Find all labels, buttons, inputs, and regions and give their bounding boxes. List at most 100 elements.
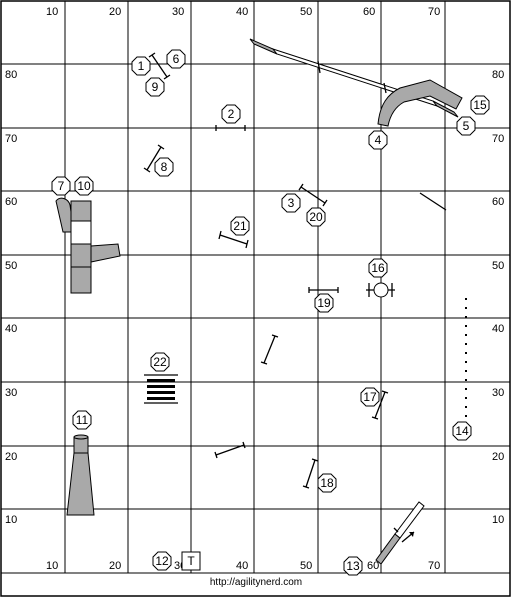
number-marker-11: 11 xyxy=(72,410,92,430)
jump-8 xyxy=(143,144,165,173)
jump-bar xyxy=(374,391,386,419)
number-18: 18 xyxy=(320,476,334,490)
chute-fabric xyxy=(66,452,95,516)
number-marker-12: 12 xyxy=(152,551,172,571)
right-label: 20 xyxy=(492,451,504,463)
left-label: 40 xyxy=(5,323,17,335)
right-label: 60 xyxy=(492,196,504,208)
jump-wing xyxy=(371,416,379,420)
teeter-13 xyxy=(375,501,425,565)
number-16: 16 xyxy=(371,261,385,275)
number-marker-6: 6 xyxy=(166,49,186,69)
number-9: 9 xyxy=(152,80,159,94)
dog-walk-down-ramp xyxy=(432,100,459,118)
jump-wing xyxy=(298,183,304,191)
teeter-pivot xyxy=(393,527,399,533)
teeter-plank xyxy=(394,501,425,539)
number-marker-10: 10 xyxy=(74,176,94,196)
jump-wing xyxy=(214,451,218,459)
footer-url[interactable]: http://agilitynerd.com xyxy=(210,577,302,588)
jump-18 xyxy=(302,458,319,489)
number-marker-19: 19 xyxy=(314,293,334,313)
number-20: 20 xyxy=(309,210,323,224)
number-19: 19 xyxy=(317,296,331,310)
bottom-label: 20 xyxy=(109,560,121,572)
number-2: 2 xyxy=(228,107,235,121)
bottom-label: 60 xyxy=(367,560,379,572)
number-3: 3 xyxy=(288,196,295,210)
teeter-ramp xyxy=(375,533,401,565)
top-label: 60 xyxy=(363,6,375,18)
right-axis-labels: 80 70 60 50 40 30 20 10 xyxy=(492,69,504,526)
number-12: 12 xyxy=(155,554,169,568)
jump-wing xyxy=(381,390,389,394)
jump-wing xyxy=(157,144,165,150)
number-8: 8 xyxy=(161,160,168,174)
number-4: 4 xyxy=(375,133,382,147)
top-label: 50 xyxy=(300,6,312,18)
table: T xyxy=(181,551,201,571)
jump-wing xyxy=(260,361,268,365)
tire-ring xyxy=(373,282,389,298)
number-marker-8: 8 xyxy=(154,157,174,177)
number-5: 5 xyxy=(463,119,470,133)
tunnel-branch xyxy=(90,243,121,263)
number-marker-2: 2 xyxy=(221,104,241,124)
jump-17 xyxy=(371,390,389,420)
jump-bar xyxy=(263,335,276,364)
number-marker-5: 5 xyxy=(456,116,476,136)
dog-walk xyxy=(249,38,459,118)
table-box xyxy=(181,551,201,571)
left-label: 50 xyxy=(5,260,17,272)
jump-bar xyxy=(300,186,326,204)
left-label: 10 xyxy=(5,514,17,526)
left-axis-labels: 80 70 60 50 40 30 20 10 xyxy=(5,69,17,526)
bottom-axis-labels: 10 20 30 40 50 60 70 xyxy=(46,560,440,572)
dog-walk-contact-mark xyxy=(383,82,387,94)
number-marker-7: 7 xyxy=(51,176,71,196)
top-label: 20 xyxy=(109,6,121,18)
top-label: 30 xyxy=(172,6,184,18)
right-label: 10 xyxy=(492,514,504,526)
number-marker-3: 3 xyxy=(281,193,301,213)
number-11: 11 xyxy=(76,413,89,427)
bottom-label: 40 xyxy=(236,560,248,572)
left-label: 80 xyxy=(5,69,17,81)
broad-board xyxy=(147,397,175,400)
jump-wing xyxy=(245,239,249,249)
vertical-grid-lines xyxy=(64,1,446,573)
right-label: 50 xyxy=(492,260,504,272)
jump-wing xyxy=(148,52,156,58)
obstacle-numbers: 1 6 9 2 4 5 15 8 7 10 3 20 21 16 19 22 1… xyxy=(51,49,490,576)
jump-wing xyxy=(242,441,246,449)
right-label: 80 xyxy=(492,69,504,81)
right-label: 30 xyxy=(492,387,504,399)
tire-16 xyxy=(366,282,395,298)
number-10: 10 xyxy=(77,179,91,193)
broad-board xyxy=(147,391,175,394)
jump-3-20 xyxy=(298,183,328,207)
jump-6-9 xyxy=(148,52,171,80)
number-15: 15 xyxy=(473,98,487,112)
horizontal-grid-lines xyxy=(1,63,510,574)
bottom-label: 50 xyxy=(300,560,312,572)
jump-unnumbered-middle xyxy=(260,334,279,365)
broad-board xyxy=(147,385,175,388)
right-label: 70 xyxy=(492,133,504,145)
table-label: T xyxy=(187,554,195,568)
jump-wing xyxy=(322,199,328,207)
chute-opening xyxy=(73,434,89,440)
curved-tunnel-top xyxy=(377,79,463,127)
tunnel-7-10 xyxy=(55,197,121,294)
right-label: 40 xyxy=(492,323,504,335)
number-marker-14: 14 xyxy=(452,421,472,441)
top-label: 40 xyxy=(236,6,248,18)
number-14: 14 xyxy=(455,424,469,438)
jump-bar xyxy=(419,192,447,211)
left-label: 20 xyxy=(5,451,17,463)
number-6: 6 xyxy=(173,52,180,66)
jump-21 xyxy=(218,230,249,249)
jump-wing xyxy=(143,167,151,173)
jump-unnumbered-right xyxy=(419,192,447,211)
